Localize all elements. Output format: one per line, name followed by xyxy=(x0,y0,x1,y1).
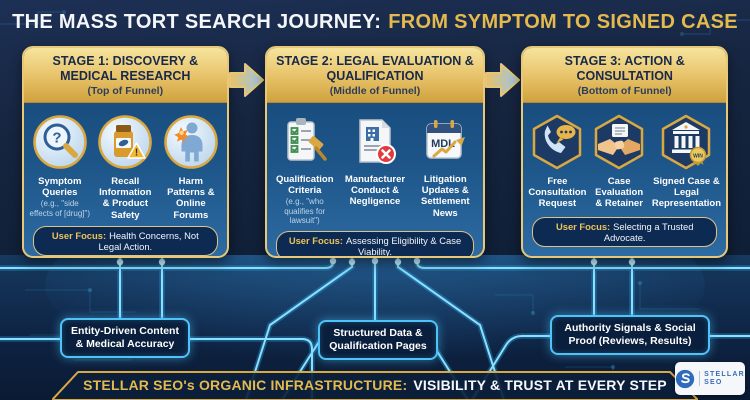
stage-1-header: STAGE 1: DISCOVERY & MEDICAL RESEARCH (T… xyxy=(24,48,227,103)
stage-2-header: STAGE 2: LEGAL EVALUATION & QUALIFICATIO… xyxy=(266,48,484,103)
right-arrow-icon xyxy=(228,63,264,97)
user-focus-bar: User Focus:Assessing Eligibility & Case … xyxy=(275,231,475,258)
stage-item: ? Symptom Queries (e.g., "side effects o… xyxy=(27,114,93,222)
stage-1-subtitle: (Top of Funnel) xyxy=(87,84,164,97)
stellar-seo-wordmark: STELLAR SEO xyxy=(699,370,745,387)
item-label: Signed Case & Legal Representation xyxy=(651,175,722,210)
stage-item: MDL Litigation Updates & Settlement News xyxy=(410,114,480,227)
infrastructure-section: Entity-Driven Content & Medical Accuracy… xyxy=(0,255,750,400)
stage-item: Manufacturer Conduct & Negligence xyxy=(340,114,410,227)
phone-consult-icon xyxy=(533,114,582,169)
mdl-news-icon: MDL xyxy=(426,119,466,159)
stage-panel-3: STAGE 3: ACTION & CONSULTATION (Bottom o… xyxy=(521,46,728,258)
user-focus-label: User Focus: xyxy=(288,235,344,247)
stage-panel-2: STAGE 2: LEGAL EVALUATION & QUALIFICATIO… xyxy=(264,46,486,258)
banner-trapezoid xyxy=(52,371,698,400)
user-focus-bar: User Focus:Health Concerns, Not Legal Ac… xyxy=(33,226,218,256)
item-label: Qualification Criteria xyxy=(275,173,334,196)
item-label: Case Evaluation & Retainer xyxy=(595,175,644,210)
manufacturer-negligence-icon xyxy=(359,118,396,164)
svg-text:WIN: WIN xyxy=(694,153,704,159)
person-pain-icon xyxy=(164,114,218,169)
svg-text:?: ? xyxy=(52,129,61,146)
item-label: Free Consultation Request xyxy=(528,175,587,210)
stage-panel-1: STAGE 1: DISCOVERY & MEDICAL RESEARCH (T… xyxy=(22,46,229,258)
logo-line2: SEO xyxy=(704,378,723,386)
user-focus-bar: User Focus:Selecting a Trusted Advocate. xyxy=(532,217,717,247)
courthouse-win-icon: WIN xyxy=(662,114,711,169)
stage-item: Qualification Criteria (e.g., "who quali… xyxy=(270,114,340,227)
svg-text:!: ! xyxy=(135,147,138,158)
stage-2-title: STAGE 2: LEGAL EVALUATION & QUALIFICATIO… xyxy=(276,54,474,83)
page-title-accent: FROM SYMPTOM TO SIGNED CASE xyxy=(388,10,738,33)
stage-arrow-2 xyxy=(485,46,521,258)
stage-arrow-1 xyxy=(228,46,265,258)
infrastructure-box-entity-content: Entity-Driven Content & Medical Accuracy xyxy=(60,318,190,359)
stage-item: Harm Patterns & Online Forums xyxy=(158,114,224,222)
banner-main-text: VISIBILITY & TRUST AT EVERY STEP xyxy=(413,377,667,393)
stage-1-items: ? Symptom Queries (e.g., "side effects o… xyxy=(24,103,227,222)
stage-item: ! Recall Information & Product Safety xyxy=(93,114,159,222)
user-focus-label: User Focus: xyxy=(555,221,611,232)
pill-bottle-warning-icon: ! xyxy=(98,114,153,169)
stage-2-subtitle: (Middle of Funnel) xyxy=(329,84,421,97)
item-label: Symptom Queries xyxy=(38,175,82,198)
stage-3-title: STAGE 3: ACTION & CONSULTATION xyxy=(564,54,685,83)
item-label: Manufacturer Conduct & Negligence xyxy=(344,173,406,208)
stage-3-items: Free Consultation Request Case Evaluatio… xyxy=(523,103,726,213)
user-focus-text: Selecting a Trusted Advocate. xyxy=(603,221,694,243)
stages-row: STAGE 1: DISCOVERY & MEDICAL RESEARCH (T… xyxy=(0,46,750,258)
magnifier-question-icon: ? xyxy=(32,114,87,169)
item-label: Litigation Updates & Settlement News xyxy=(420,173,470,219)
stage-item: WIN Signed Case & Legal Representation xyxy=(650,114,723,213)
logo-line1: STELLAR xyxy=(704,370,745,378)
right-arrow-icon xyxy=(485,63,521,97)
page-title: THE MASS TORT SEARCH JOURNEY: FROM SYMPT… xyxy=(0,0,750,44)
stellar-seo-mark-icon xyxy=(675,369,695,388)
background-circuit-decoration xyxy=(0,10,750,36)
infrastructure-box-authority-signals: Authority Signals & Social Proof (Review… xyxy=(550,315,710,356)
item-label: Harm Patterns & Online Forums xyxy=(167,175,215,221)
page-title-main: THE MASS TORT SEARCH JOURNEY: xyxy=(12,10,382,33)
stellar-seo-logo: STELLAR SEO xyxy=(675,362,745,395)
stage-item: Free Consultation Request xyxy=(526,114,588,213)
bottom-banner: STELLAR SEO's ORGANIC INFRASTRUCTURE: VI… xyxy=(52,370,698,400)
stage-3-subtitle: (Bottom of Funnel) xyxy=(577,84,672,97)
handshake-retainer-icon xyxy=(594,114,644,169)
banner-accent-text: STELLAR SEO's ORGANIC INFRASTRUCTURE: xyxy=(83,377,408,393)
item-note: (e.g., "who qualifies for lawsuit") xyxy=(284,197,326,226)
user-focus-label: User Focus: xyxy=(51,230,107,242)
item-label: Recall Information & Product Safety xyxy=(99,175,152,221)
stage-2-items: Qualification Criteria (e.g., "who quali… xyxy=(267,103,484,227)
infrastructure-box-structured-data: Structured Data & Qualification Pages xyxy=(318,320,438,361)
user-focus-text: Assessing Eligibility & Case Viability. xyxy=(346,235,462,258)
stage-item: Case Evaluation & Retainer xyxy=(588,114,649,213)
item-note: (e.g., "side effects of [drug]") xyxy=(29,199,91,218)
user-focus-text: Health Concerns, Not Legal Action. xyxy=(98,230,199,253)
checklist-gavel-icon xyxy=(286,117,327,161)
stage-1-title: STAGE 1: DISCOVERY & MEDICAL RESEARCH xyxy=(52,54,199,83)
stage-3-header: STAGE 3: ACTION & CONSULTATION (Bottom o… xyxy=(523,48,726,103)
